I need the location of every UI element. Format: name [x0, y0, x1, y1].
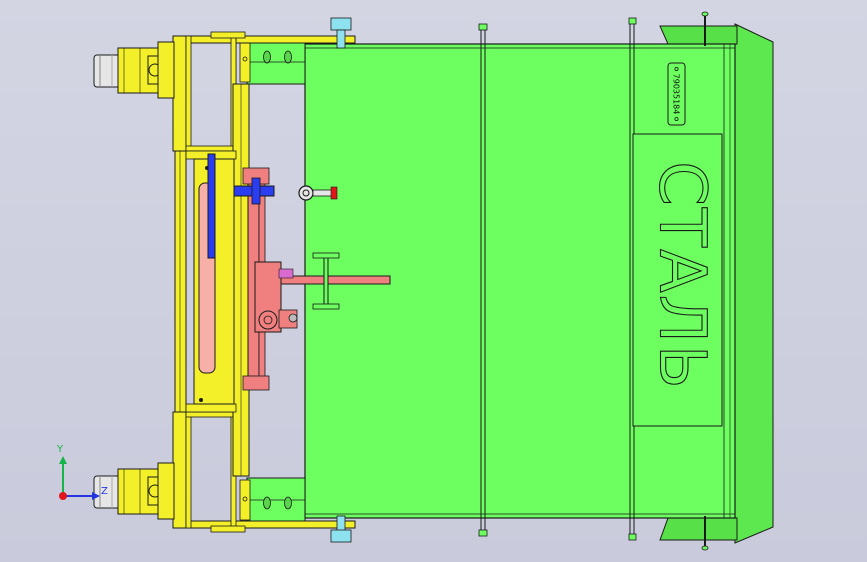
caster-wheel-top[interactable]	[93, 41, 175, 99]
pivot-bolt	[258, 310, 278, 330]
material-emboss-plate: СТАЛЬ	[632, 133, 723, 427]
end-cap-bottom	[239, 477, 306, 523]
part-number-tag[interactable]: 79035184	[667, 62, 686, 126]
frame-left-rail	[174, 150, 187, 413]
material-emboss-text: СТАЛЬ	[644, 161, 718, 391]
triad-z-label: Z	[101, 486, 108, 497]
eye-bolt-red-tip	[330, 186, 338, 200]
tipping-mechanism[interactable]	[233, 167, 391, 391]
triad-y-label: Y	[56, 444, 64, 455]
part-number-label: 79035184	[672, 74, 681, 115]
triad-origin	[59, 492, 67, 500]
bin-lip-top-tab	[659, 25, 738, 45]
bin-lip-flare	[734, 23, 774, 544]
fastener-top	[330, 17, 352, 49]
axis-triad: Y Z	[56, 444, 108, 500]
bin-lip-bottom-tab	[659, 517, 738, 541]
blue-side-plate	[207, 153, 216, 259]
end-cap-top	[239, 39, 306, 85]
frame-bottom-rail	[174, 520, 356, 529]
green-handle[interactable]	[312, 252, 340, 310]
bin-rib-left	[480, 26, 486, 536]
eye-bolt[interactable]	[298, 185, 338, 201]
caster-wheel-bottom[interactable]	[93, 462, 175, 520]
frame-top-rail	[174, 35, 356, 44]
fastener-bottom	[330, 515, 352, 543]
